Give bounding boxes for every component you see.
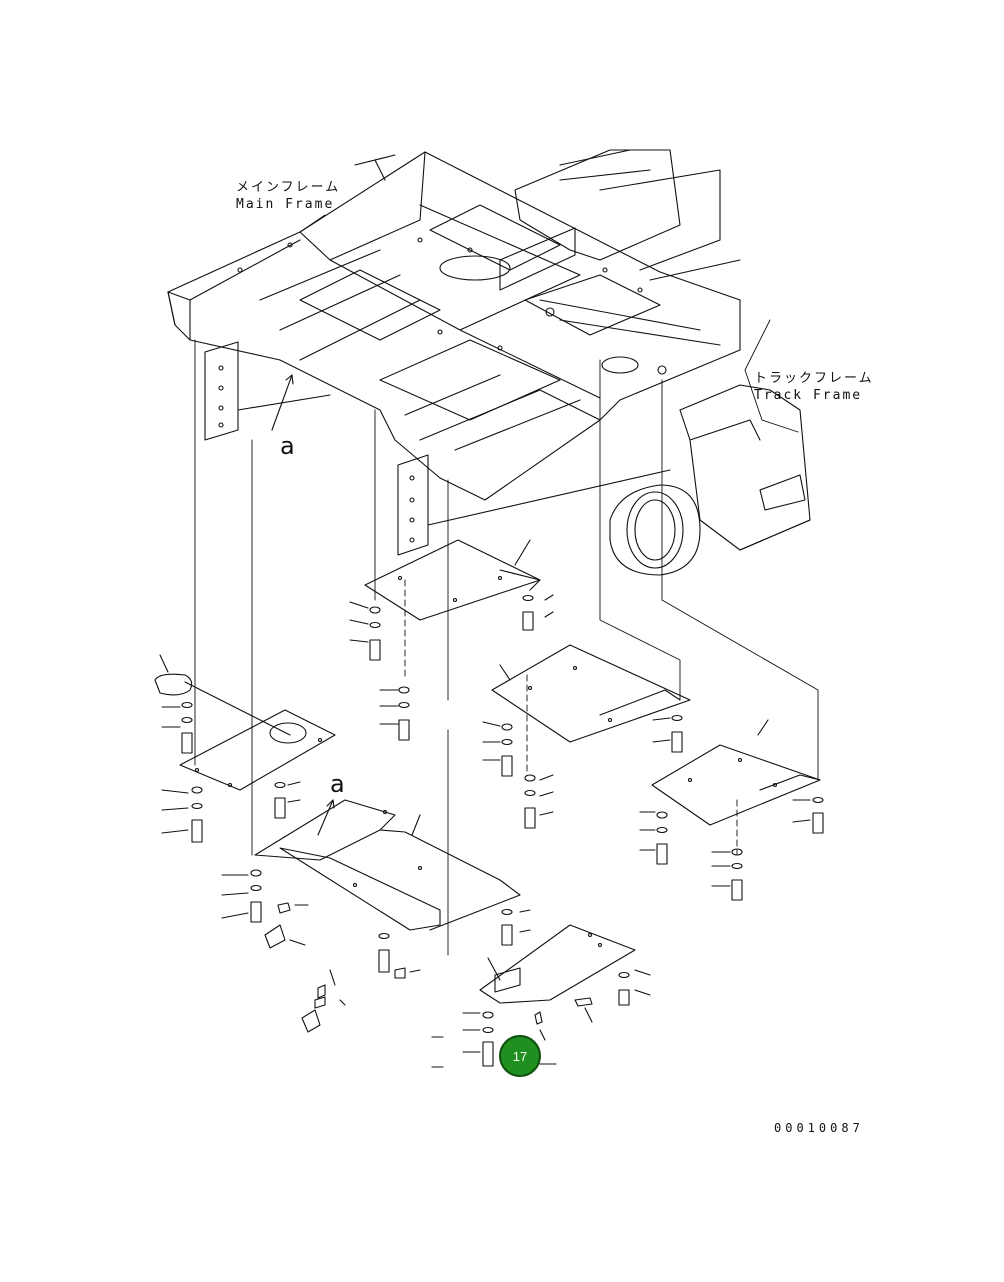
main-frame-label-jp: メインフレーム bbox=[236, 180, 341, 195]
main-frame-illustration bbox=[167, 149, 741, 501]
track-frame-label-en: Track Frame bbox=[754, 388, 863, 403]
view-mark-a-top: a bbox=[280, 432, 295, 460]
cover-plate-2 bbox=[491, 644, 691, 743]
cover-plate-1 bbox=[364, 539, 541, 621]
leader-lines bbox=[194, 339, 819, 956]
view-arrows bbox=[271, 374, 335, 836]
cover-plate-3 bbox=[651, 719, 821, 826]
part-callout-17[interactable]: 17 bbox=[499, 1035, 541, 1077]
track-frame-illustration bbox=[609, 384, 811, 576]
drawing-number: 00010087 bbox=[774, 1121, 864, 1135]
cover-plate-4 bbox=[179, 681, 336, 791]
cap-part bbox=[154, 654, 193, 696]
label-leaders bbox=[299, 214, 799, 433]
frame-brackets bbox=[204, 341, 671, 556]
view-mark-a-bottom: a bbox=[330, 770, 345, 798]
cover-plate-6 bbox=[479, 924, 636, 1004]
bolt-groups bbox=[161, 594, 824, 1068]
track-frame-label-jp: トラックフレーム bbox=[754, 371, 874, 386]
main-frame-label-en: Main Frame bbox=[236, 197, 335, 212]
cover-plate-5 bbox=[254, 799, 521, 931]
